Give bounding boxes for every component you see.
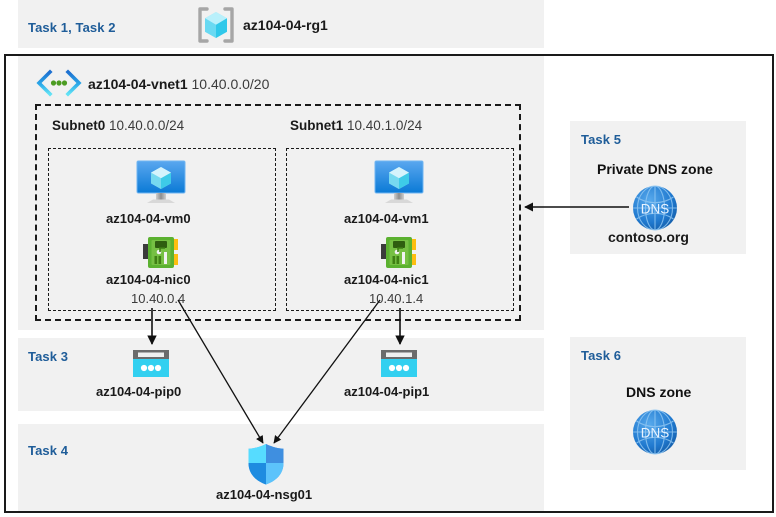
pip1-name: az104-04-pip1 [344, 384, 430, 399]
subnet1-name: Subnet1 [290, 118, 344, 133]
vm1-name: az104-04-vm1 [344, 211, 429, 226]
dns-globe-label: DNS [641, 426, 670, 441]
vnet-header: az104-04-vnet1 10.40.0.0/20 [88, 76, 269, 92]
dns-globe-icon: DNS [631, 408, 679, 456]
network-security-group-shield-icon [246, 442, 286, 486]
vnet-name: az104-04-vnet1 [88, 76, 188, 92]
task-label-6: Task 6 [581, 348, 622, 363]
public-dns-heading: DNS zone [626, 384, 692, 400]
nic0-name: az104-04-nic0 [106, 272, 191, 287]
public-ip-address-icon [379, 348, 419, 380]
subnet1-header: Subnet1 10.40.1.0/24 [290, 118, 422, 133]
vm0-name: az104-04-vm0 [106, 211, 191, 226]
nsg-name: az104-04-nsg01 [216, 487, 313, 502]
subnet1-cidr: 10.40.1.0/24 [347, 118, 423, 133]
private-dns-heading: Private DNS zone [597, 161, 713, 177]
resource-group-name: az104-04-rg1 [243, 17, 328, 33]
resource-group-icon [196, 6, 236, 44]
virtual-machine-icon [371, 158, 427, 206]
vnet-cidr: 10.40.0.0/20 [191, 76, 270, 92]
nic1-name: az104-04-nic1 [344, 272, 429, 287]
task-label-3: Task 3 [28, 349, 69, 364]
task1-task2-band [18, 0, 544, 48]
nic0-ip: 10.40.0.4 [131, 291, 186, 306]
vnet-band [18, 55, 544, 330]
public-ip-address-icon [131, 348, 171, 380]
subnet0-cidr: 10.40.0.0/24 [109, 118, 185, 133]
subnet0-header: Subnet0 10.40.0.0/24 [52, 118, 184, 133]
dns-globe-icon: DNS [631, 184, 679, 232]
task-label-5: Task 5 [581, 132, 622, 147]
network-interface-icon [377, 234, 421, 272]
subnet0-boundary [48, 148, 276, 311]
subnet0-name: Subnet0 [52, 118, 106, 133]
virtual-machine-icon [133, 158, 189, 206]
pip0-name: az104-04-pip0 [96, 384, 182, 399]
virtual-network-icon [36, 69, 82, 97]
network-interface-icon [139, 234, 183, 272]
dns-globe-label: DNS [641, 202, 670, 217]
task-label-4: Task 4 [28, 443, 69, 458]
resource-group-border [4, 54, 774, 513]
private-dns-zone-name: contoso.org [608, 229, 689, 245]
task-label-1-2: Task 1, Task 2 [28, 20, 116, 35]
nic1-ip: 10.40.1.4 [369, 291, 424, 306]
